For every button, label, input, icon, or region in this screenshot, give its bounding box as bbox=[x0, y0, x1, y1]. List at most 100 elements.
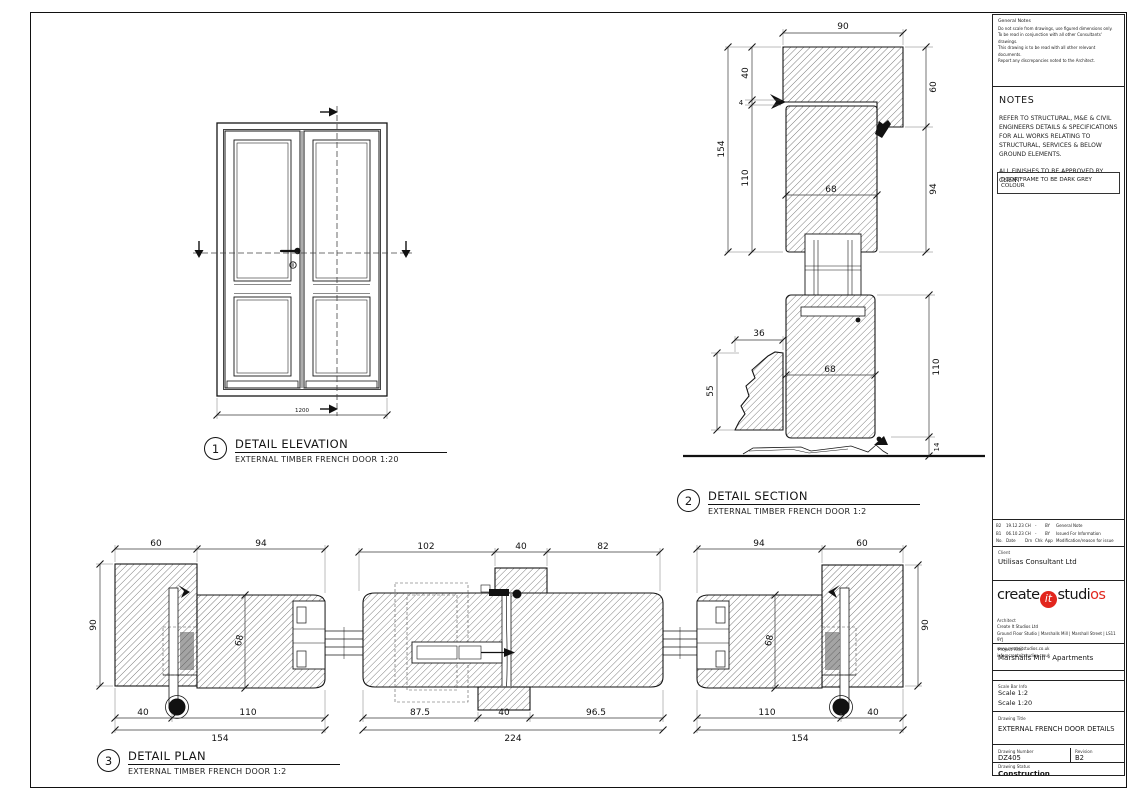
detail-number-2: 2 bbox=[677, 489, 700, 512]
revision-table: B2 19.12.23 CH - BY General Note B1 06.1… bbox=[993, 519, 1124, 547]
drawing-title: EXTERNAL FRENCH DOOR DETAILS bbox=[998, 725, 1115, 733]
rev-drn: CH bbox=[1025, 523, 1031, 528]
svg-text:60: 60 bbox=[856, 539, 868, 549]
sheet-border bbox=[30, 12, 1127, 788]
label-detail-elevation: 1 DETAIL ELEVATION EXTERNAL TIMBER FRENC… bbox=[204, 437, 447, 464]
drawing-number-value: DZ405 bbox=[998, 754, 1021, 762]
svg-text:94: 94 bbox=[929, 183, 939, 195]
threshold-profile bbox=[742, 436, 889, 455]
detail-title: DETAIL ELEVATION bbox=[235, 437, 447, 453]
svg-text:68: 68 bbox=[825, 185, 837, 195]
drawing-title-label: Drawing Title bbox=[998, 716, 1026, 721]
svg-text:90: 90 bbox=[921, 619, 931, 631]
detail-number-3: 3 bbox=[97, 749, 120, 772]
architect-line: Ground Floor Studio | Marshalls Mill | M… bbox=[997, 630, 1116, 642]
rev-app: App bbox=[1045, 538, 1053, 544]
detail-number-1: 1 bbox=[204, 437, 227, 460]
plan-left-jamb: 68 bbox=[114, 563, 326, 719]
detail-title: DETAIL PLAN bbox=[128, 749, 340, 765]
rev-date: 19.12.23 bbox=[1006, 523, 1024, 528]
rev-note: General Note bbox=[1056, 523, 1083, 528]
rev-date: Date bbox=[1006, 538, 1016, 544]
status-value: Construction bbox=[998, 769, 1050, 778]
logo-text-create: create bbox=[997, 587, 1040, 603]
svg-text:90: 90 bbox=[837, 22, 849, 32]
project-label: Project Title bbox=[998, 647, 1023, 652]
revision-label: Revision bbox=[1075, 749, 1093, 754]
revision-header-row: No. Date Drn Chk App Modification/reason… bbox=[996, 537, 1121, 545]
client-label: Client bbox=[998, 550, 1011, 555]
notes-paragraph: REFER TO STRUCTURAL, M&E & CIVIL ENGINEE… bbox=[999, 115, 1118, 158]
svg-text:110: 110 bbox=[758, 708, 775, 718]
general-notes: General Notes Do not scale from drawings… bbox=[993, 15, 1124, 87]
general-note-line: Report any discrepancies noted to the Ar… bbox=[998, 57, 1095, 63]
svg-text:40: 40 bbox=[867, 708, 879, 718]
svg-text:40: 40 bbox=[741, 67, 751, 79]
svg-text:224: 224 bbox=[504, 734, 521, 744]
section-dimensions: 90 40 4 110 154 60 94 68 bbox=[706, 22, 942, 460]
client-name: Utilisas Consultant Ltd bbox=[998, 558, 1077, 566]
client-section: Client Utilisas Consultant Ltd bbox=[993, 547, 1124, 581]
rev-app: BY bbox=[1045, 523, 1050, 528]
svg-text:1200: 1200 bbox=[295, 408, 309, 414]
section-cut-marks bbox=[193, 106, 412, 416]
boxed-note: DOOR FRAME TO BE DARK GREY COLOUR bbox=[997, 172, 1120, 194]
svg-text:40: 40 bbox=[515, 542, 527, 552]
plan-middle-dimensions: 102 40 82 87.5 40 96.5 224 bbox=[355, 542, 667, 744]
door-leaf-plan-right bbox=[663, 627, 697, 659]
svg-text:110: 110 bbox=[239, 708, 256, 718]
notes-paragraph: ALL FINISHES TO BE APPROVED BY CLIENT bbox=[999, 168, 1104, 184]
rev-drn: Drn bbox=[1025, 538, 1033, 544]
svg-text:4: 4 bbox=[739, 99, 744, 107]
svg-text:94: 94 bbox=[255, 539, 267, 549]
elevation-drawing: 1200 bbox=[193, 106, 412, 419]
general-notes-title: General Notes bbox=[998, 19, 1031, 24]
rev-app: BY bbox=[1045, 530, 1050, 536]
rev-id: B2 bbox=[996, 523, 1002, 528]
title-block: General Notes Do not scale from drawings… bbox=[992, 14, 1125, 778]
architect-details: Architect Create It Studios Ltd Ground F… bbox=[997, 618, 1120, 660]
door-leaf-plan-left bbox=[325, 627, 363, 659]
svg-text:55: 55 bbox=[706, 385, 716, 396]
architect-email: info@createitstudios.co.uk bbox=[997, 652, 1051, 658]
rev-date: 06.10.23 bbox=[1006, 530, 1024, 536]
rev-chk: - bbox=[1035, 530, 1037, 536]
svg-text:68: 68 bbox=[824, 365, 836, 375]
scale-section: Scale Bar Info Scale 1:2 Scale 1:20 bbox=[993, 680, 1124, 712]
detail-subtitle: EXTERNAL TIMBER FRENCH DOOR 1:20 bbox=[235, 455, 399, 464]
rev-chk: - bbox=[1035, 523, 1037, 528]
detail-title: DETAIL SECTION bbox=[708, 489, 920, 505]
svg-text:60: 60 bbox=[929, 81, 939, 93]
scale-label: Scale Bar Info bbox=[998, 684, 1028, 689]
rev-id: B1 bbox=[996, 530, 1002, 536]
status-label: Drawing Status bbox=[998, 764, 1031, 769]
svg-text:40: 40 bbox=[498, 708, 510, 718]
detail-subtitle: EXTERNAL TIMBER FRENCH DOOR 1:2 bbox=[128, 767, 287, 776]
svg-text:14: 14 bbox=[933, 442, 941, 451]
architect-website: www.createitstudios.co.uk bbox=[997, 646, 1050, 652]
svg-text:40: 40 bbox=[137, 708, 149, 718]
notes-section: NOTES REFER TO STRUCTURAL, M&E & CIVIL E… bbox=[993, 87, 1124, 184]
plan-meeting-stiles bbox=[362, 567, 664, 711]
drawing-number: Drawing Number DZ405 bbox=[993, 748, 1071, 762]
svg-text:110: 110 bbox=[741, 169, 751, 186]
svg-text:90: 90 bbox=[89, 619, 99, 631]
revision-row: B2 19.12.23 CH - BY General Note bbox=[996, 522, 1121, 530]
svg-text:110: 110 bbox=[932, 358, 942, 375]
rev-note: Issued For Information bbox=[1056, 530, 1101, 536]
svg-text:68: 68 bbox=[234, 634, 246, 648]
svg-text:60: 60 bbox=[150, 539, 162, 549]
elevation-dimension: 1200 bbox=[213, 398, 391, 419]
logo-text-os: os bbox=[1090, 587, 1106, 603]
svg-text:94: 94 bbox=[753, 539, 765, 549]
notes-title: NOTES bbox=[999, 95, 1035, 106]
revision-value: B2 bbox=[1075, 754, 1084, 762]
general-note-line: This drawing is to be read with all othe… bbox=[998, 45, 1096, 57]
general-note-line: To be read in conjunction with all other… bbox=[998, 32, 1102, 44]
svg-text:87.5: 87.5 bbox=[410, 708, 430, 718]
architect-label: Architect bbox=[997, 617, 1016, 623]
svg-text:36: 36 bbox=[753, 329, 765, 339]
